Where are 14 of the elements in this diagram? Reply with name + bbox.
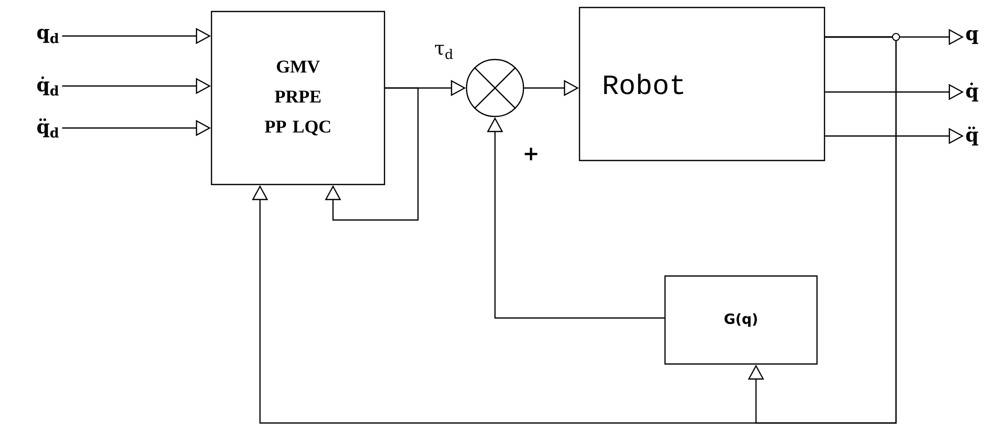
- edge-label: τ$_{d}$: [435, 44, 453, 60]
- output-label: q: [966, 30, 978, 44]
- process-box: G(q): [664, 275, 818, 365]
- arrow: [252, 36, 897, 424]
- input-label: q̇$_{d}$: [37, 76, 59, 96]
- input-label: q̈$_{d}$: [37, 118, 59, 138]
- arrow: [324, 87, 419, 221]
- sign-label: +: [524, 148, 538, 160]
- controller-box: GMV PRPE PP LQC: [210, 10, 386, 186]
- robot-box: Robot: [578, 6, 826, 162]
- output-label: q̇: [966, 82, 978, 102]
- input-label: q$_{d}$: [37, 28, 59, 44]
- output-label: q̈: [966, 126, 978, 146]
- summing-junction: [466, 58, 524, 118]
